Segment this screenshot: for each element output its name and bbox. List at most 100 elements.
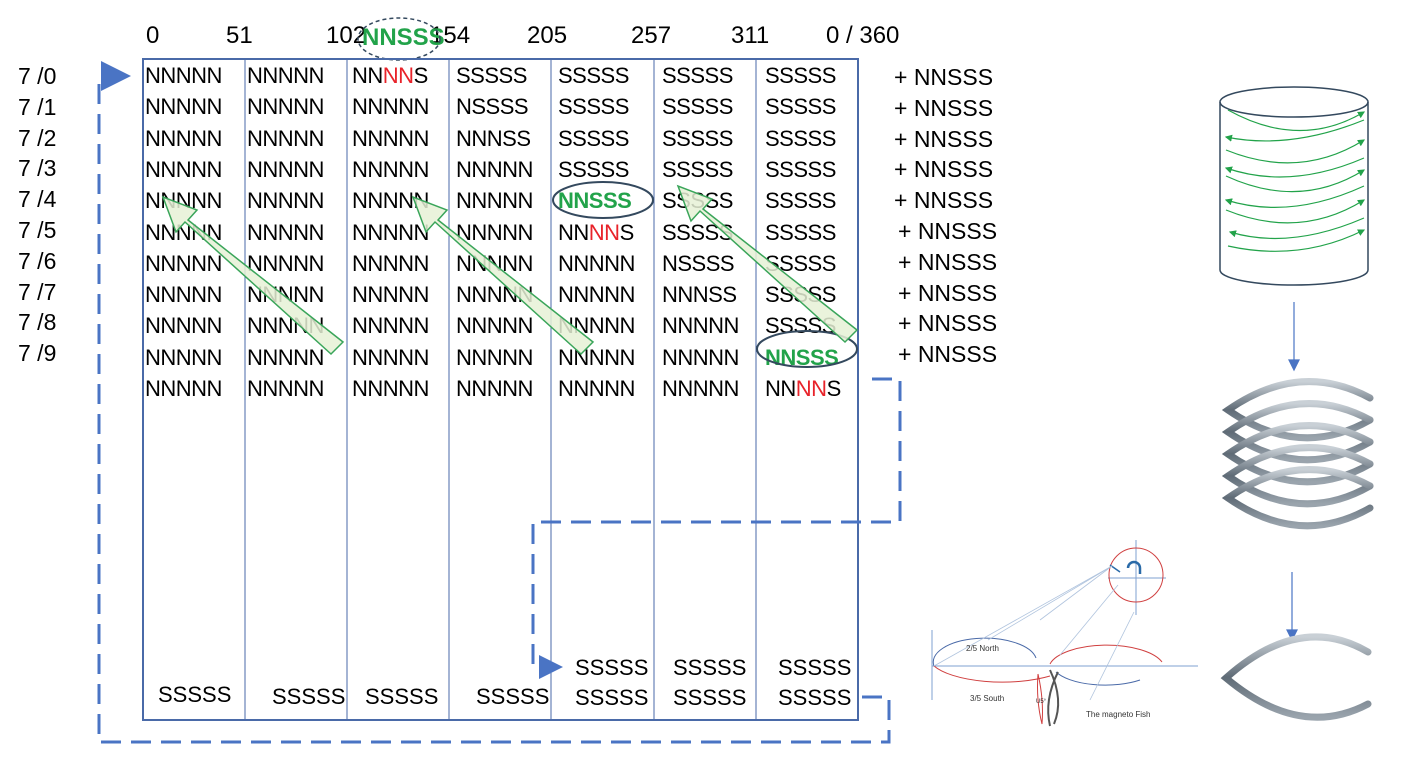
degree-tick: 257 xyxy=(631,22,672,49)
plus-label: + NNSSS xyxy=(898,310,998,337)
grid-cell: NNNNN xyxy=(456,313,533,339)
grid-cell: NNNNN xyxy=(558,250,635,276)
bottom-cell: SSSSS xyxy=(158,682,232,707)
top-marker-ellipse xyxy=(357,17,441,61)
grid-cell: SSSSS xyxy=(765,125,836,151)
grid-cell: NNNNN xyxy=(145,250,222,276)
grid-cell: SSSSS xyxy=(765,156,836,182)
bottom-cell: SSSSS xyxy=(673,655,747,680)
row-label: 7 /2 xyxy=(18,124,57,151)
row-label: 7 /9 xyxy=(18,340,57,367)
grid-cell: NNNNS xyxy=(765,376,841,401)
diagonal-arrow-2 xyxy=(411,195,595,356)
grid-cell: SSSSS xyxy=(765,63,836,88)
inner-dashed-loop xyxy=(531,377,902,679)
top-marker: NNSSS xyxy=(362,24,445,51)
grid-cell: NNNNN xyxy=(352,282,429,308)
degree-tick: 205 xyxy=(527,22,568,49)
bottom-cell: SSSSS xyxy=(575,655,649,680)
grid-cell: NNNNS xyxy=(352,63,428,88)
plus-label: + NNSSS xyxy=(898,279,998,306)
grid-cell: NNNNN xyxy=(352,250,429,276)
row-label: 7 /7 xyxy=(18,278,57,305)
grid-cell: NNNNN xyxy=(558,344,635,370)
bottom-cell: SSSSS xyxy=(575,685,649,710)
degree-tick: 0 xyxy=(146,22,160,49)
diagonal-arrow-1 xyxy=(161,195,345,356)
diagonal-arrow-3 xyxy=(676,184,859,344)
grid-cell: NNNNN xyxy=(352,156,429,182)
dashed-loop-paths xyxy=(97,61,902,744)
degree-tick: 0 / 360 xyxy=(826,22,900,49)
inset-caption: The magneto Fish xyxy=(1086,710,1151,719)
grid-cell: NNNNN xyxy=(352,376,429,401)
grid-cell: NNNNN xyxy=(247,219,324,245)
grid-cell: NNNNN xyxy=(145,94,222,120)
grid-cell: NNNSS xyxy=(456,125,531,151)
grid-cell: SSSSS xyxy=(662,94,733,120)
degree-tick: 311 xyxy=(731,22,770,49)
grid-cell: SSSSS xyxy=(558,63,629,88)
grid-cell: SSSSS xyxy=(662,156,733,182)
grid-cell: NNNNN xyxy=(145,313,222,339)
grid-cell: NNNNN xyxy=(145,344,222,370)
row-label: 7 /4 xyxy=(18,186,57,213)
grid-cell: NNNNN xyxy=(456,156,533,182)
grid-cell: NSSSS xyxy=(662,250,735,276)
cylinder-illustration xyxy=(1219,86,1369,286)
row-label: 7 /3 xyxy=(18,155,57,182)
row-label: 7 /8 xyxy=(18,309,57,336)
grid-cell: NNSSS xyxy=(558,188,632,214)
grid-cell: NNNNN xyxy=(662,344,739,370)
single-fish-illustration xyxy=(1220,633,1372,721)
grid-frame xyxy=(142,58,859,721)
bottom-cell: SSSSS xyxy=(365,684,439,709)
plus-label: + NNSSS xyxy=(898,218,998,244)
plus-label: + NNSSS xyxy=(894,156,994,183)
grid-cell: NNNNN xyxy=(145,125,222,151)
grid-cell: SSSSS xyxy=(765,94,836,120)
bottom-cell: SSSSS xyxy=(476,684,550,709)
grid-cell: NSSSS xyxy=(456,94,529,120)
grid-cell: NNNNS xyxy=(558,219,634,245)
grid-cell: NNNNN xyxy=(352,125,429,151)
grid-cell: NNNNN xyxy=(352,219,429,245)
grid-cell: NNNSS xyxy=(662,282,737,308)
grid-cell: NNNNN xyxy=(662,313,739,339)
degree-tick: 154 xyxy=(430,22,471,49)
grid-cell: NNNNN xyxy=(247,94,324,120)
grid-cell: NNNNN xyxy=(352,344,429,370)
highlight-ellipse-74 xyxy=(552,181,654,219)
grid-cell: NNNNN xyxy=(662,376,739,401)
grid-cell: NNNNN xyxy=(456,188,533,214)
inset-angle-label: U5° xyxy=(1036,699,1047,705)
bottom-cell: SSSSS xyxy=(778,685,852,710)
grid-cell: NNNNN xyxy=(145,156,222,182)
degree-tick: 51 xyxy=(226,22,253,49)
grid-cell: NNNNN xyxy=(145,282,222,308)
row-label: 7 /0 xyxy=(18,63,57,89)
grid-cell: NNNNN xyxy=(145,376,222,401)
grid-cell: NNNNN xyxy=(247,188,324,214)
inset-south-label: 3/5 South xyxy=(970,694,1005,703)
grid-cell: NNNNN xyxy=(247,156,324,182)
bottom-cell: SSSSS xyxy=(673,685,747,710)
plus-label: + NNSSS xyxy=(894,125,994,152)
grid-cell: NNNNN xyxy=(145,63,222,88)
grid-cell: NNNNN xyxy=(456,344,533,370)
plus-label: + NNSSS xyxy=(898,341,998,368)
grid-cell: NNNNN xyxy=(558,376,635,401)
row-label: 7 /5 xyxy=(18,217,57,243)
plus-label: + NNSSS xyxy=(894,64,994,90)
grid-cell: NNNNN xyxy=(247,376,324,401)
grid-column-lines xyxy=(244,59,757,720)
grid-cell: NNNNN xyxy=(247,344,324,370)
grid-cell: NNNNN xyxy=(352,313,429,339)
row-label: 7 /1 xyxy=(18,93,57,120)
grid-cell: NNNNN xyxy=(247,125,324,151)
stacked-fish-illustration xyxy=(1221,378,1374,530)
grid-cell: SSSSS xyxy=(456,63,527,88)
grid-cell: SSSSS xyxy=(662,63,733,88)
grid-cell: NNNNN xyxy=(247,250,324,276)
